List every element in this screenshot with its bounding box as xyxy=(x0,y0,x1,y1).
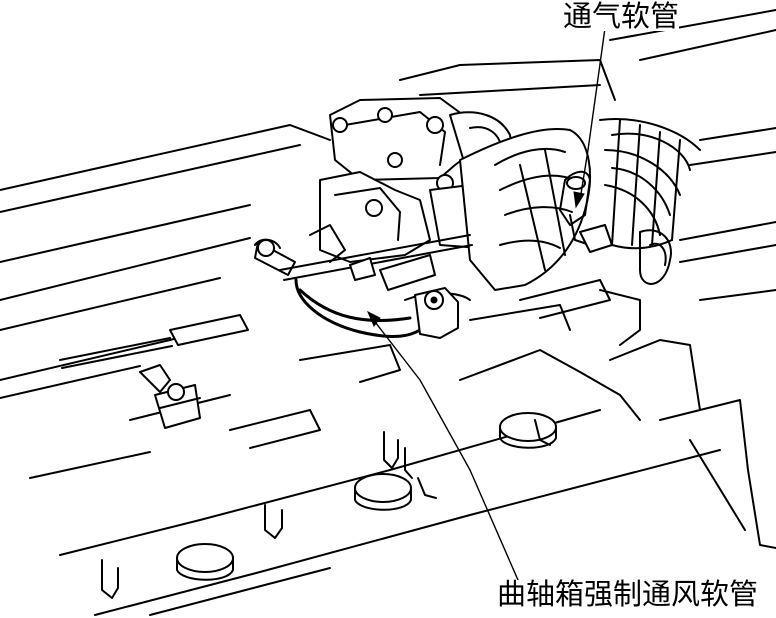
cable-bracket xyxy=(139,364,201,429)
leader-lines xyxy=(367,27,606,581)
breather-hose xyxy=(559,170,613,253)
spark-plug-wells xyxy=(176,412,557,581)
pcv-hose-label: 曲轴箱强制通风软管 xyxy=(497,577,759,611)
throttle-body xyxy=(309,97,591,291)
intake-duct xyxy=(599,118,701,285)
wire-clips xyxy=(101,419,551,599)
breather-hose-label: 通气软管 xyxy=(563,0,680,33)
engine-right-structure xyxy=(399,9,776,301)
throttle-rod xyxy=(59,234,473,369)
valve-cover xyxy=(0,124,776,616)
pcv-hose xyxy=(294,278,471,339)
